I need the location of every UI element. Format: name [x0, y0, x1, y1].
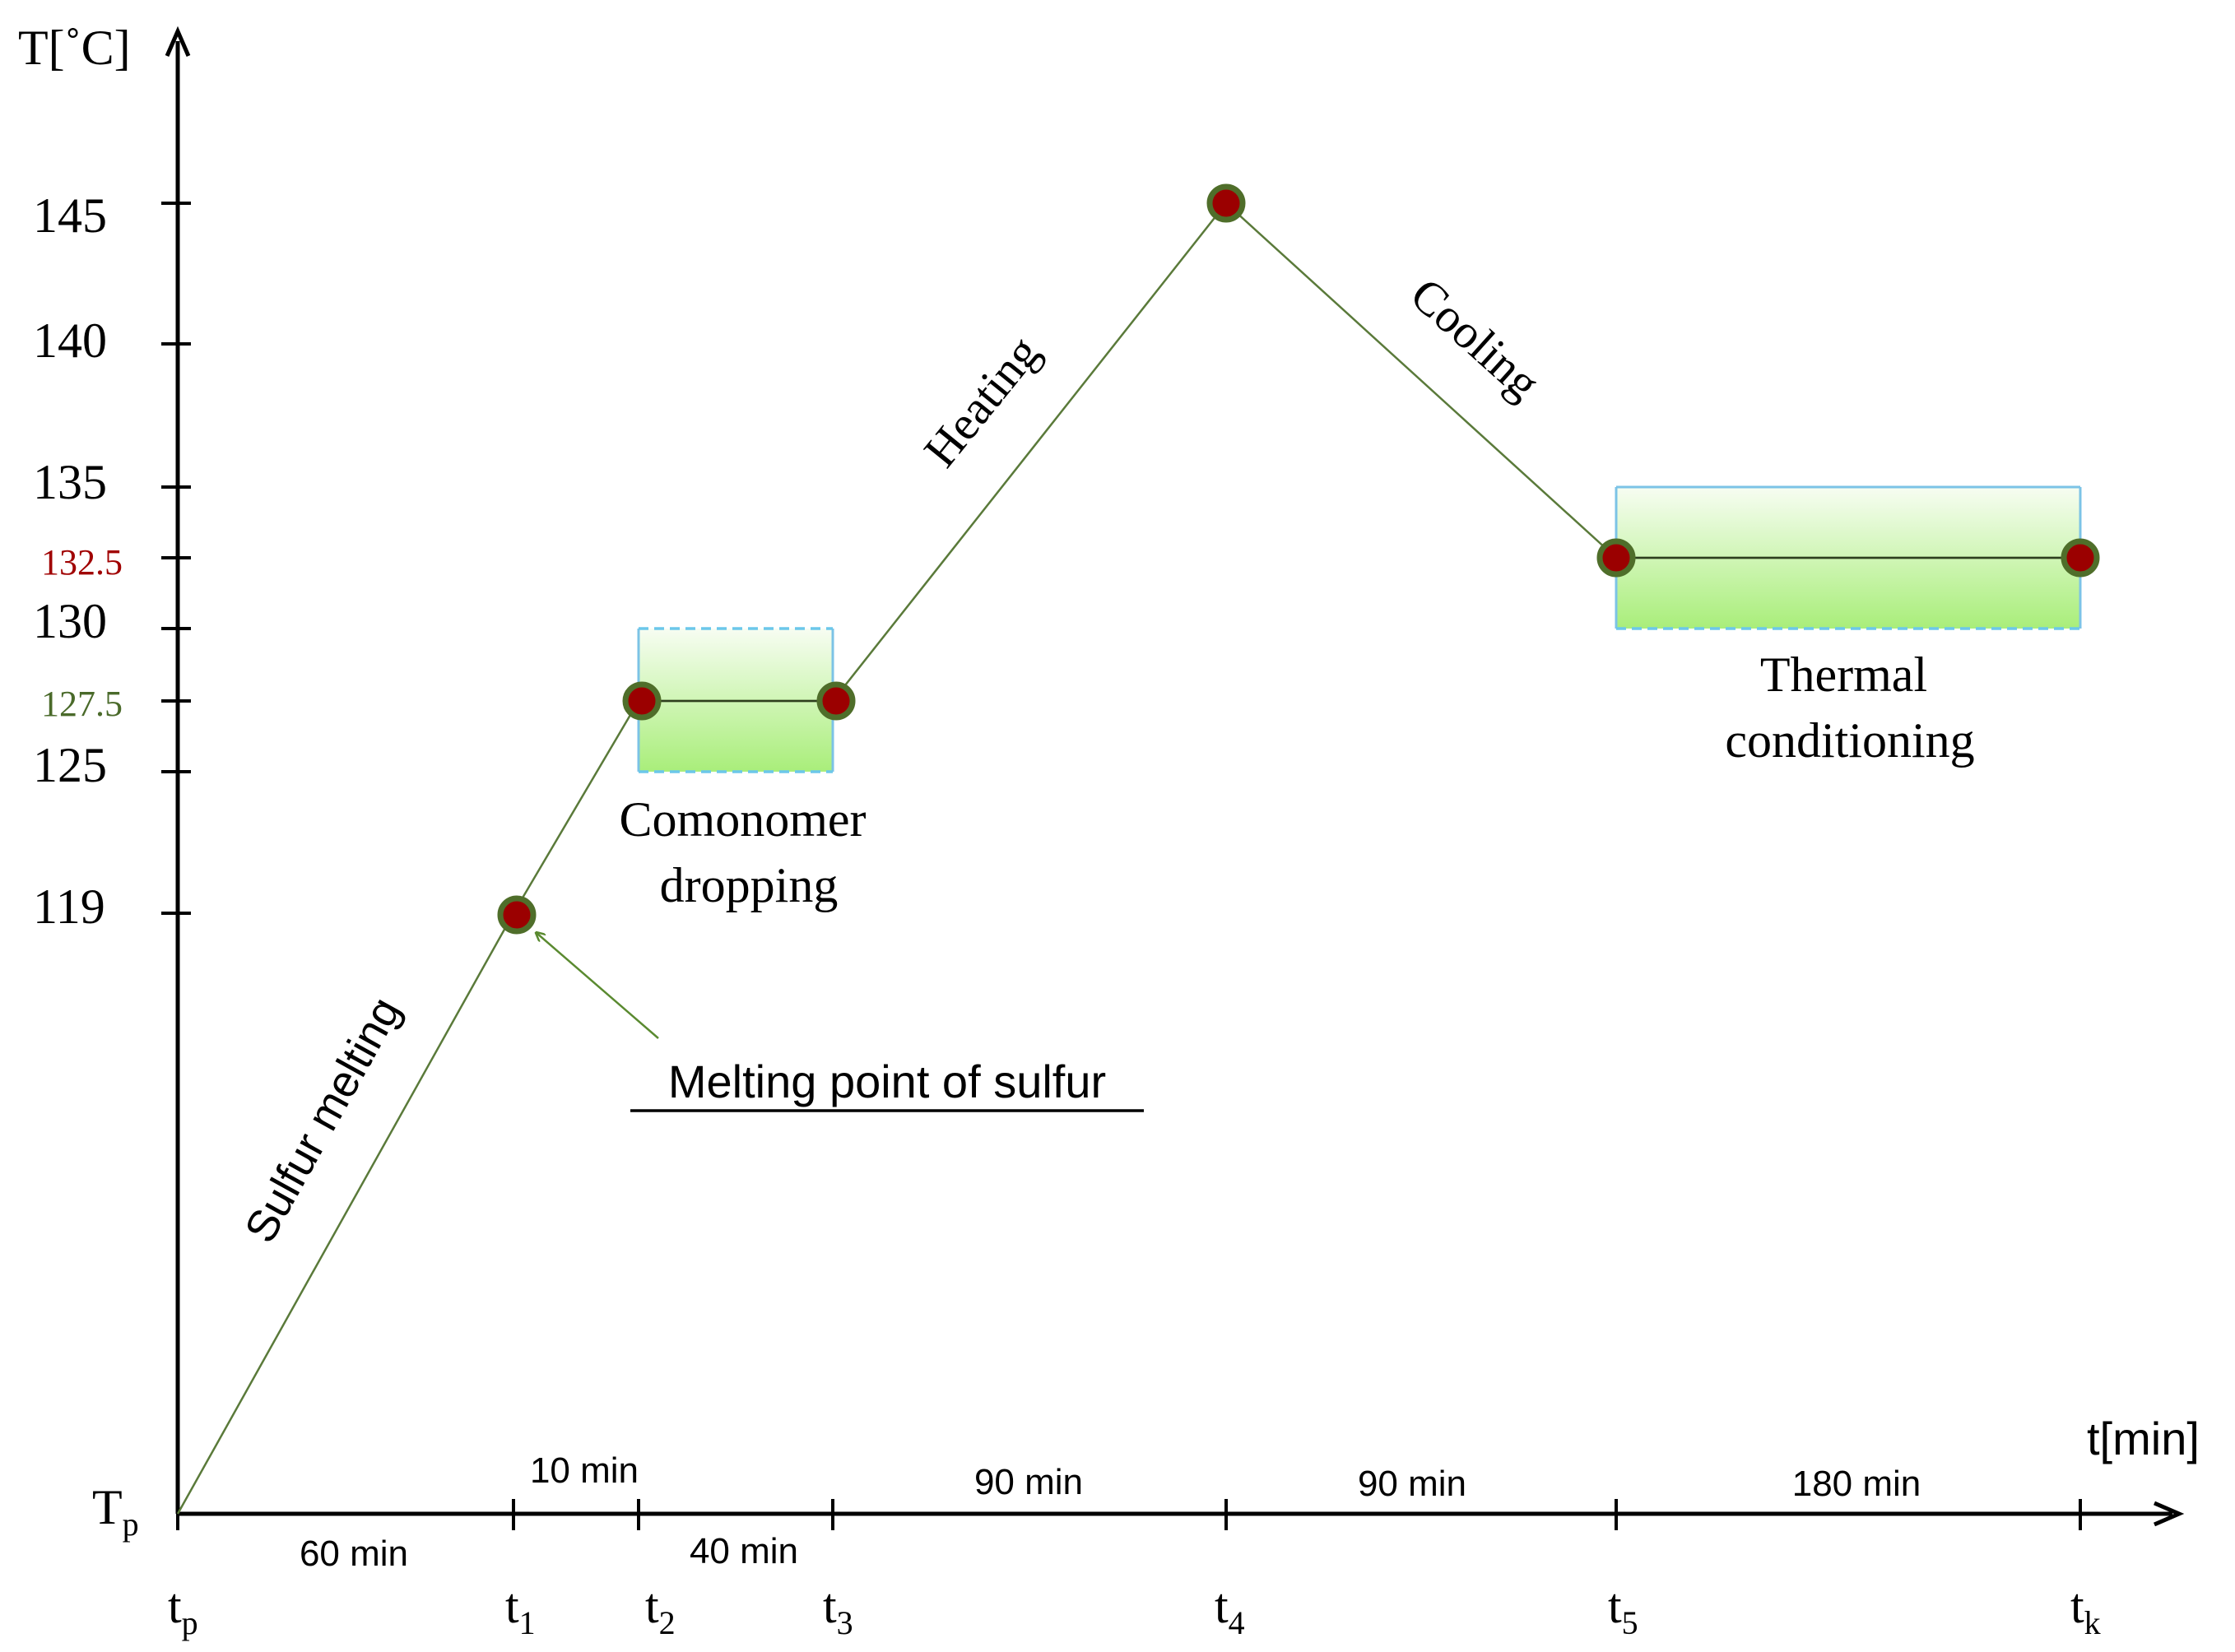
x-axis-arrowhead	[2154, 1501, 2185, 1527]
x-tick-label-t2: t2	[645, 1579, 676, 1641]
x-axis-ticks	[176, 1499, 2082, 1530]
y-tick-label-132-5: 132.5	[41, 542, 123, 582]
origin-temperature-label: Tp	[92, 1480, 139, 1543]
point-tk	[2061, 538, 2100, 578]
point-t4	[1206, 183, 1246, 223]
duration-label-180: 180 min	[1792, 1464, 1921, 1504]
y-tick-label-145: 145	[33, 188, 107, 243]
x-tick-label-t1: t1	[505, 1579, 536, 1641]
y-tick-label-140: 140	[33, 313, 107, 368]
comonomer-dropping-label: Comonomer dropping	[620, 792, 879, 912]
x-tick-label-t5: t5	[1608, 1579, 1638, 1641]
point-t2	[622, 681, 662, 721]
duration-label-40: 40 min	[690, 1531, 798, 1571]
x-axis-label: t[min]	[2087, 1413, 2200, 1464]
melting-point-note: Melting point of sulfur	[668, 1056, 1106, 1107]
melting-point-arrow	[537, 933, 659, 1039]
duration-label-60: 60 min	[300, 1534, 408, 1574]
point-t5	[1596, 538, 1636, 578]
y-axis-arrowhead	[165, 26, 191, 57]
x-tick-label-tk: tk	[2070, 1579, 2101, 1641]
x-tick-label-tp: tp	[168, 1579, 198, 1641]
y-tick-label-135: 135	[33, 455, 107, 509]
profile-points	[497, 183, 2100, 935]
thermal-conditioning-label: Thermal conditioning	[1725, 647, 1974, 768]
point-t1	[497, 895, 537, 935]
y-axis-ticks	[161, 202, 191, 915]
duration-label-90-heating: 90 min	[974, 1462, 1083, 1502]
y-tick-label-127-5: 127.5	[41, 684, 123, 724]
sulfur-melting-label: Sulfur melting	[235, 989, 411, 1251]
temperature-profile-line	[176, 202, 2080, 1515]
duration-label-10: 10 min	[530, 1450, 639, 1491]
point-t3	[816, 681, 856, 721]
heating-label: Heating	[913, 326, 1050, 477]
cooling-label: Cooling	[1401, 267, 1550, 410]
y-axis-label: T[˚C]	[18, 21, 131, 75]
y-tick-label-125: 125	[33, 738, 107, 792]
x-tick-label-t4: t4	[1215, 1579, 1245, 1641]
duration-label-90-cooling: 90 min	[1358, 1464, 1466, 1504]
y-tick-label-119: 119	[33, 879, 105, 934]
y-tick-label-130: 130	[33, 594, 107, 648]
x-tick-label-t3: t3	[823, 1579, 853, 1641]
